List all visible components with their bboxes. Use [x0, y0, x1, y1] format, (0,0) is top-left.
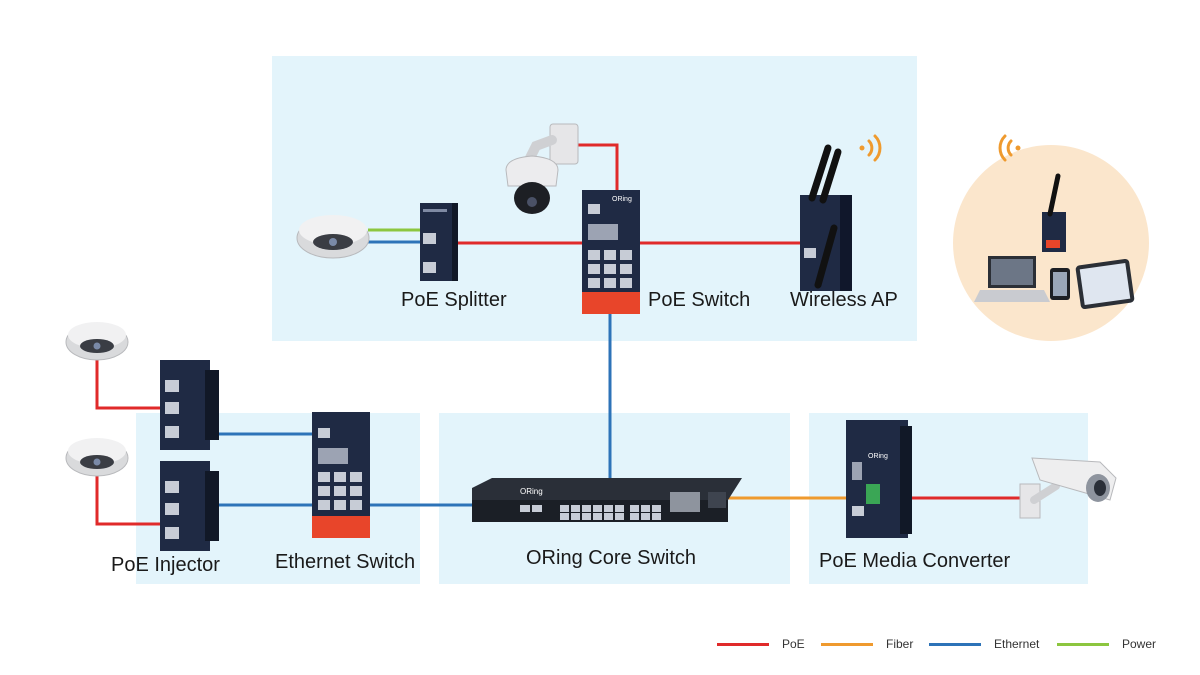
poe-switch-label: PoE Switch	[648, 289, 751, 311]
dome-camera-icon	[65, 322, 129, 361]
tablet-icon	[1075, 258, 1135, 310]
legend-poe-label: PoE	[782, 637, 805, 651]
wireless-ap-label: Wireless AP	[790, 289, 898, 311]
ethernet-switch-label: Ethernet Switch	[275, 551, 416, 573]
dome-camera-icon	[296, 215, 370, 259]
poe-injector-label: PoE Injector	[111, 554, 220, 576]
client-ap-icon	[1042, 173, 1066, 252]
wifi-signal-icon	[998, 134, 1021, 162]
ptz-camera-icon	[505, 123, 579, 214]
dome-camera-icon	[65, 438, 129, 477]
ethernet-switch-device	[312, 412, 370, 538]
legend-power-label: Power	[1122, 637, 1157, 651]
poe-line	[95, 360, 162, 410]
wifi-signal-icon	[859, 134, 882, 162]
legend-fiber-label: Fiber	[886, 637, 914, 651]
poe-injector-device	[160, 461, 219, 551]
bullet-camera-icon	[1019, 457, 1117, 519]
device-brand-text: ORing	[520, 487, 543, 496]
poe-line	[95, 476, 162, 526]
legend-ethernet-label: Ethernet	[994, 637, 1040, 651]
legend-power-line	[1057, 643, 1109, 646]
legend-fiber-line	[821, 643, 873, 646]
poe-splitter-label: PoE Splitter	[401, 289, 507, 311]
core-switch-label: ORing Core Switch	[526, 547, 697, 569]
laptop-icon	[974, 256, 1050, 302]
legend-poe-line	[717, 643, 769, 646]
poe-switch-device: ORing	[582, 190, 640, 314]
legend-ethernet-line	[929, 643, 981, 646]
poe-splitter-device	[420, 203, 458, 281]
core-switch-device: ORing	[472, 478, 742, 522]
media-converter-device: ORing	[846, 420, 912, 538]
media-converter-label: PoE Media Converter	[819, 550, 1011, 572]
poe-line	[575, 143, 619, 190]
device-brand-text: ORing	[612, 196, 632, 203]
poe-injector-device	[160, 360, 219, 450]
phone-icon	[1050, 268, 1070, 300]
wireless-ap-device	[800, 144, 852, 291]
device-brand-text: ORing	[868, 453, 888, 460]
